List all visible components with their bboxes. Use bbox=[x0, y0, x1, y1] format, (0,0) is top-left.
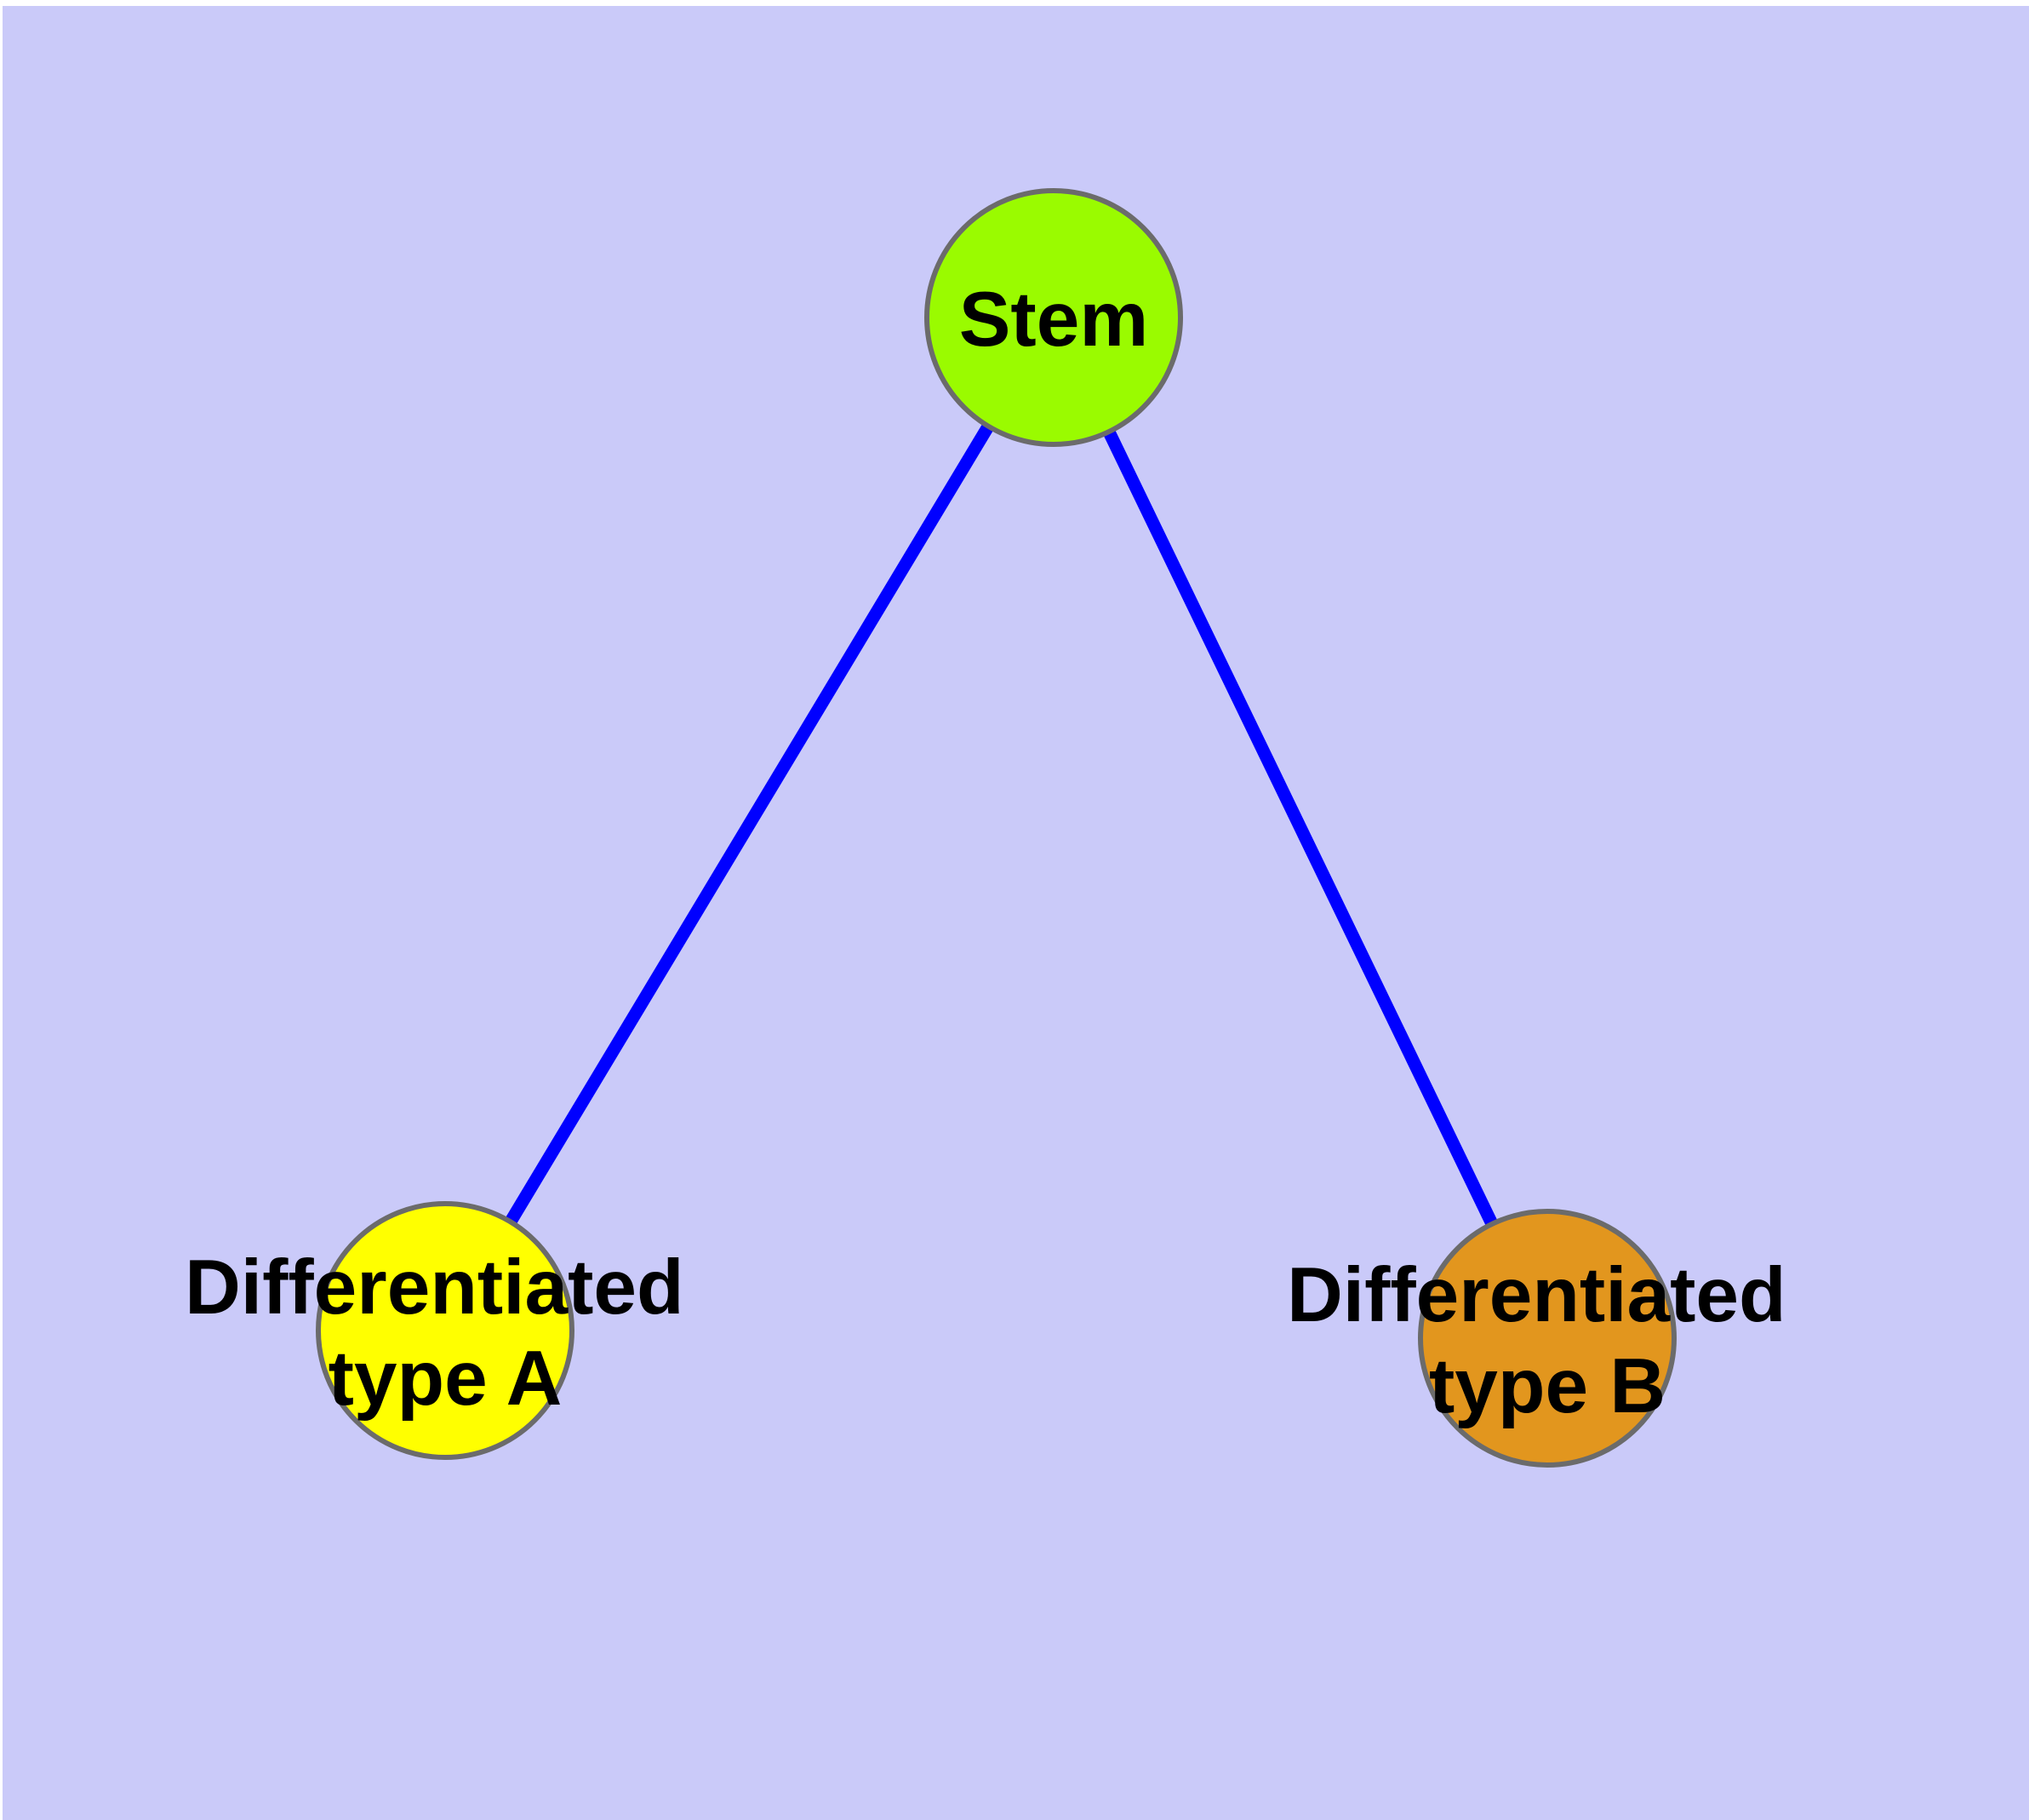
node-differentiated-type-b bbox=[1418, 1209, 1677, 1468]
node-label-differentiated-type-a-line1: Differentiated bbox=[185, 1245, 684, 1331]
node-label-stem: Stem bbox=[959, 277, 1149, 363]
node-label-differentiated-type-a: Differentiated type A bbox=[185, 1245, 706, 1422]
node-label-differentiated-type-b-line1: Differentiated bbox=[1287, 1252, 1786, 1338]
node-stem bbox=[924, 188, 1183, 447]
node-differentiated-type-a bbox=[316, 1201, 574, 1460]
edge-stem-to-type-b bbox=[1048, 314, 1553, 1342]
node-label-differentiated-type-b-line2: type B bbox=[1429, 1343, 1666, 1429]
edge-stem-to-type-a bbox=[439, 314, 1060, 1334]
node-label-differentiated-type-b: Differentiated type B bbox=[1287, 1252, 1808, 1429]
node-label-differentiated-type-a-line2: type A bbox=[329, 1336, 563, 1422]
